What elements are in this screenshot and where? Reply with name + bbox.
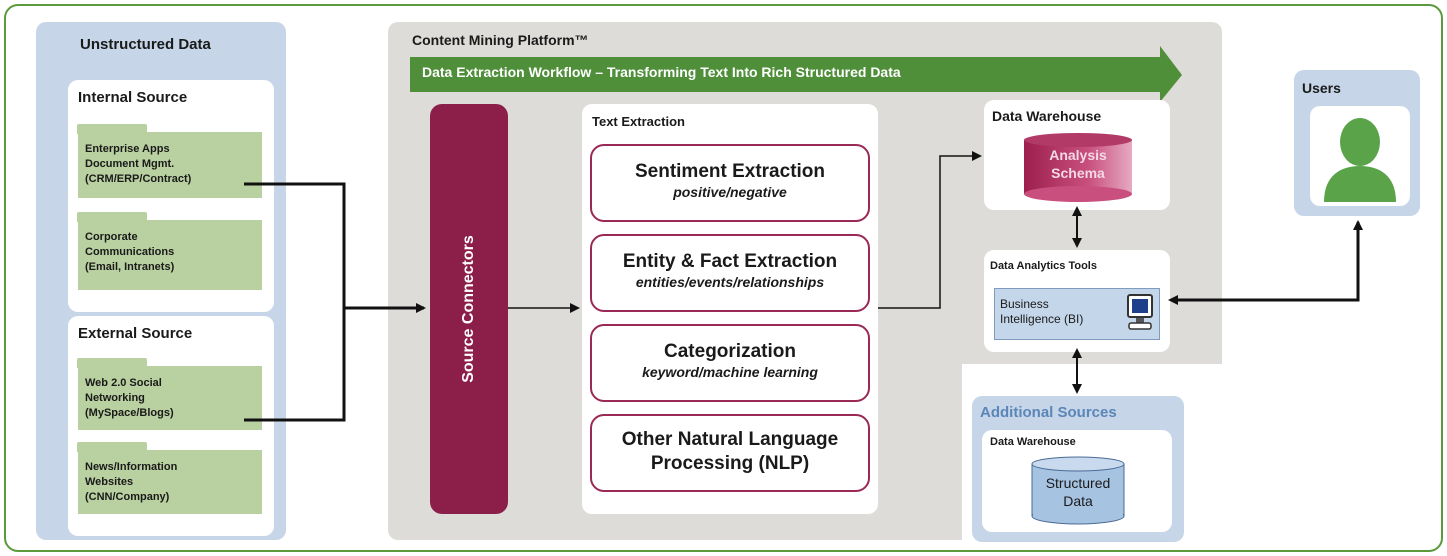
structured-data-label: Structured Data [1045, 475, 1111, 509]
internal-source-title: Internal Source [78, 89, 188, 106]
external-source-title: External Source [78, 325, 193, 342]
user-icon [1324, 118, 1396, 202]
folder-label: Corporate Communications (Email, Intrane… [85, 231, 175, 273]
card-heading: Categorization [664, 341, 796, 362]
additional-warehouse-box: Data Warehouse Structured Data [982, 430, 1172, 532]
external-source-box: External Source Web 2.0 Social Networkin… [68, 316, 274, 536]
additional-sources-panel: Additional Sources Data Warehouse Struct… [972, 396, 1184, 542]
users-title: Users [1302, 80, 1341, 96]
platform-title: Content Mining Platform™ [412, 32, 589, 48]
analysis-schema-label: Analysis Schema [1049, 147, 1107, 181]
source-connectors: Source Connectors [430, 104, 508, 514]
card-heading: Other Natural Language Processing (NLP) [621, 429, 839, 474]
user-avatar-box [1310, 106, 1410, 206]
data-warehouse-box: Data Warehouse Analysis Schema [984, 100, 1170, 210]
categorization-card: Categorization keyword/machine learning [590, 324, 870, 402]
folder-news-websites: News/Information Websites (CNN/Company) [77, 442, 262, 514]
structured-data-cylinder [1031, 456, 1125, 525]
business-intelligence-box: Business Intelligence (BI) [994, 288, 1160, 340]
extraction-to-warehouse-arrow [878, 151, 982, 309]
data-analytics-title: Data Analytics Tools [990, 260, 1097, 272]
unstructured-data-title: Unstructured Data [80, 36, 211, 53]
folder-label: Web 2.0 Social Networking (MySpace/Blogs… [85, 377, 174, 419]
folder-corporate-communications: Corporate Communications (Email, Intrane… [77, 212, 262, 290]
folder-label: Enterprise Apps Document Mgmt. (CRM/ERP/… [85, 143, 192, 185]
nlp-card: Other Natural Language Processing (NLP) [590, 414, 870, 492]
text-extraction-title: Text Extraction [592, 114, 685, 129]
analysis-schema-cylinder [1024, 133, 1132, 202]
internal-source-box: Internal Source Enterprise Apps Document… [68, 80, 274, 312]
users-panel: Users [1294, 70, 1420, 216]
folder-enterprise-apps: Enterprise Apps Document Mgmt. (CRM/ERP/… [77, 124, 262, 198]
folder-label: News/Information Websites (CNN/Company) [85, 461, 178, 503]
card-heading: Sentiment Extraction [634, 161, 826, 182]
computer-icon [1127, 294, 1153, 330]
data-analytics-tools-box: Data Analytics Tools Business Intelligen… [984, 250, 1170, 352]
additional-sources-title: Additional Sources [980, 404, 1117, 421]
card-subtitle: entities/events/relationships [635, 274, 825, 290]
analytics-users-arrow [1168, 220, 1363, 305]
unstructured-data-panel: Unstructured Data Internal Source Enterp… [36, 22, 286, 540]
workflow-arrow [410, 46, 1182, 102]
entity-fact-extraction-card: Entity & Fact Extraction entities/events… [590, 234, 870, 312]
folder-web-social: Web 2.0 Social Networking (MySpace/Blogs… [77, 358, 262, 430]
additional-warehouse-title: Data Warehouse [990, 436, 1076, 448]
sources-to-connectors [244, 182, 426, 422]
sentiment-extraction-card: Sentiment Extraction positive/negative [590, 144, 870, 222]
data-warehouse-title: Data Warehouse [992, 108, 1102, 124]
card-subtitle: positive/negative [673, 184, 787, 200]
text-extraction-box: Text Extraction Sentiment Extraction pos… [582, 104, 878, 514]
bi-label: Business Intelligence (BI) [1000, 297, 1084, 326]
workflow-label: Data Extraction Workflow – Transforming … [422, 64, 901, 80]
card-subtitle: keyword/machine learning [642, 364, 818, 380]
card-heading: Entity & Fact Extraction [622, 251, 838, 272]
